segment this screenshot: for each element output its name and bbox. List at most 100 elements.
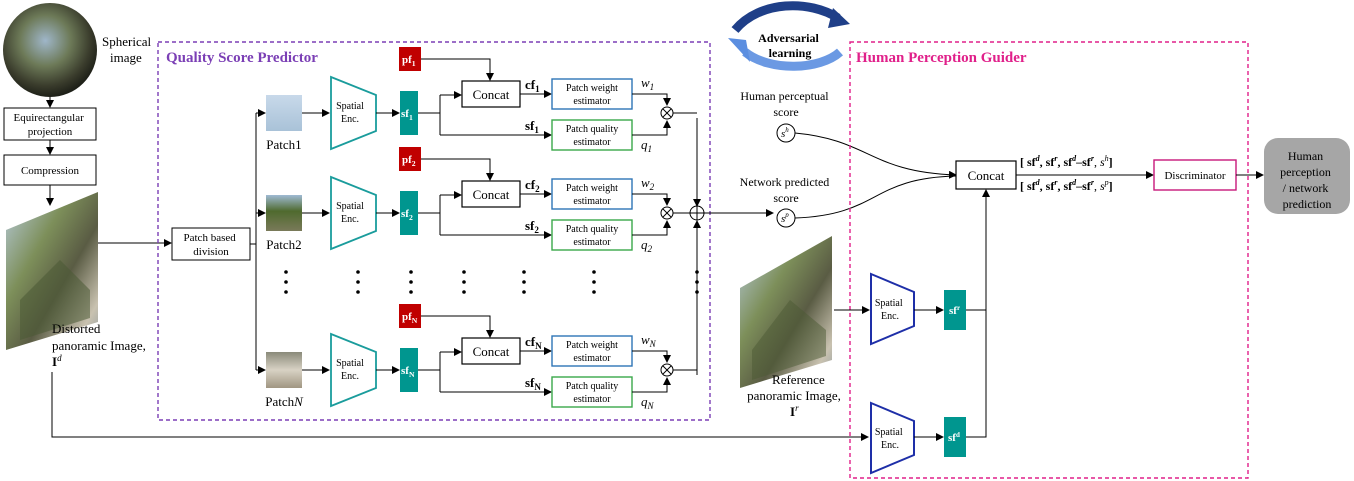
sf-block <box>400 91 418 135</box>
cf-label: cf1 <box>525 77 540 94</box>
cf-label: cfN <box>525 334 542 351</box>
quality-est-label: Patch quality <box>566 381 619 392</box>
dot <box>284 280 288 284</box>
arrow <box>632 193 671 206</box>
spatial-enc-label: Enc. <box>341 371 359 382</box>
patch-thumbnail <box>266 352 302 388</box>
dot <box>592 280 596 284</box>
patch-weight-estimator <box>551 78 633 110</box>
arrow <box>632 350 671 363</box>
hpg-frame <box>849 41 1249 479</box>
sf-dist-block <box>944 417 966 457</box>
dot <box>462 280 466 284</box>
dot <box>522 280 526 284</box>
dot <box>522 270 526 274</box>
spatial-enc-label: Enc. <box>341 214 359 225</box>
arrow <box>632 93 671 106</box>
branch-1: Patch1SpatialEnc.sf1pf1Concatcf1sf1Patch… <box>256 47 697 154</box>
concat-box <box>461 80 521 108</box>
quality-est-label: estimator <box>573 394 611 405</box>
equirect-label: Equirectangular projection <box>14 112 87 138</box>
arrow <box>632 377 671 393</box>
dot <box>409 290 413 294</box>
weight-est-label: Patch weight <box>566 183 618 194</box>
qsp-title: Quality Score Predictor <box>166 50 318 66</box>
dot <box>284 270 288 274</box>
dot <box>356 290 360 294</box>
sf-label-2: sf1 <box>525 118 539 135</box>
line <box>662 365 672 375</box>
dot <box>356 280 360 284</box>
spatial-encoder <box>330 75 377 151</box>
concat-label: Concat <box>473 344 510 359</box>
distorted-label: Distorted panoramic Image, <box>52 321 146 353</box>
patch-quality-estimator <box>551 219 633 251</box>
quality-est-label: Patch quality <box>566 224 619 235</box>
weight-est-label: estimator <box>573 96 611 107</box>
arrow <box>632 220 671 236</box>
weight-est-label: estimator <box>573 353 611 364</box>
output-label: Human perception / network prediction <box>1280 149 1334 211</box>
ellipsis-dots <box>284 270 699 294</box>
q-label: q1 <box>641 137 652 154</box>
arrow <box>421 158 494 181</box>
w-label: w1 <box>641 75 654 92</box>
feature-vector-network: [ sfd, sfr, sfd–sfr, sp] <box>1020 178 1113 193</box>
quality-est-label: Patch quality <box>566 124 619 135</box>
line <box>662 108 672 118</box>
spatial-enc-label: Spatial <box>336 101 364 112</box>
arrow <box>421 58 494 81</box>
human-score-label: Human perceptual score <box>740 89 831 119</box>
reference-symbol: Ir <box>790 403 799 419</box>
dot <box>592 270 596 274</box>
q-label: q2 <box>641 237 653 254</box>
network-score-symbol: sp <box>781 211 789 225</box>
sf-label-2: sf2 <box>525 218 539 235</box>
quality-est-label: estimator <box>573 137 611 148</box>
hpg-title: Human Perception Guider <box>856 50 1027 66</box>
sf-ref-block <box>944 290 966 330</box>
weight-est-label: Patch weight <box>566 340 618 351</box>
patch-label: Patch2 <box>266 237 301 252</box>
input-pipeline: Spherical image Equirectangular projecti… <box>3 3 869 441</box>
patch-division-label: Patch based division <box>184 232 239 258</box>
w-label: w2 <box>641 175 655 192</box>
branch-2: Patch2SpatialEnc.sf2pf2Concatcf2sf2Patch… <box>256 147 697 254</box>
output-box <box>1264 138 1350 214</box>
q-label: qN <box>641 394 655 411</box>
patch-weight-estimator <box>551 335 633 367</box>
concat-box <box>461 337 521 365</box>
w-label: wN <box>641 332 657 349</box>
quality-est-label: estimator <box>573 237 611 248</box>
pf-label: pf1 <box>402 54 416 68</box>
concat-label: Concat <box>473 87 510 102</box>
cf-label: cf2 <box>525 177 540 194</box>
spherical-label: Spherical image <box>102 34 154 65</box>
qsp-branches: Patch1SpatialEnc.sf1pf1Concatcf1sf1Patch… <box>256 47 697 411</box>
dot <box>462 290 466 294</box>
distorted-symbol: Id <box>52 353 62 369</box>
patch-weight-estimator <box>551 178 633 210</box>
human-score-symbol: sh <box>781 126 789 140</box>
weight-est-label: estimator <box>573 196 611 207</box>
patch-label: Patch1 <box>266 137 301 152</box>
sf-label: sf2 <box>401 208 413 222</box>
patch-thumbnail <box>266 95 302 131</box>
dot <box>522 290 526 294</box>
hpg-concat-box <box>955 160 1017 190</box>
pf-block <box>399 147 421 171</box>
line <box>662 208 672 218</box>
dot <box>409 280 413 284</box>
spatial-enc-label: Spatial <box>336 201 364 212</box>
dot <box>462 270 466 274</box>
adversarial-arrows <box>728 1 850 71</box>
concat-box <box>461 180 521 208</box>
pf-block <box>399 304 421 328</box>
feature-vector-human: [ sfd, sfr, sfd–sfr, sh] <box>1020 154 1113 169</box>
spatial-enc-label: Spatial <box>336 358 364 369</box>
pf-label: pfN <box>402 311 418 325</box>
arrow <box>421 315 494 338</box>
concat-label: Concat <box>473 187 510 202</box>
